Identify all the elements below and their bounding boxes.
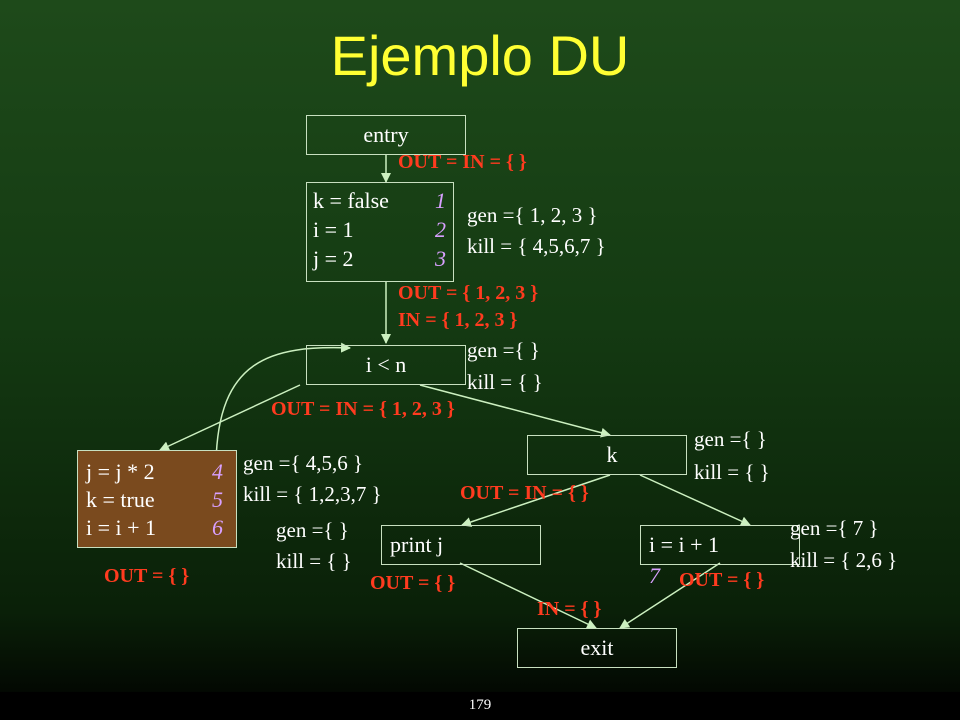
body-stmt-1: j = j * 2 [86, 459, 155, 484]
node-exit-label: exit [580, 635, 614, 660]
node-cond-label: i < n [365, 352, 407, 377]
node-entry-label: entry [363, 122, 409, 147]
edge-inc-exit [619, 562, 721, 629]
body-gen: gen ={ 4,5,6 } [243, 451, 364, 475]
entry-out-label: OUT = IN = { } [398, 151, 527, 173]
cond-gen: gen ={ } [467, 338, 540, 362]
node-inc-label: i = i + 1 [649, 532, 720, 557]
b1-kill: kill = { 4,5,6,7 } [467, 234, 606, 258]
slide-title: Ejemplo DU [330, 24, 630, 87]
print-gen: gen ={ } [276, 518, 349, 542]
node-inc: i = i + 1 [640, 525, 800, 565]
b1-gen: gen ={ 1, 2, 3 } [467, 203, 598, 227]
node-entry: entry [306, 115, 466, 155]
inc-kill: kill = { 2,6 } [790, 548, 898, 572]
b1-stmt-1: k = false [313, 188, 389, 213]
body-num-4: 4 [212, 459, 223, 484]
inc-gen: gen ={ 7 } [790, 516, 879, 540]
node-exit: exit [517, 628, 677, 668]
node-cond: i < n [306, 345, 466, 385]
body-num-5: 5 [212, 487, 223, 512]
print-kill: kill = { } [276, 549, 352, 573]
edge-k-inc [639, 474, 751, 526]
edge-cond-k [419, 384, 611, 438]
inc-out-label: OUT = { } [679, 569, 765, 591]
edge-print-exit [459, 562, 597, 629]
k-kill: kill = { } [694, 460, 770, 484]
k-gen: gen ={ } [694, 427, 767, 451]
body-kill: kill = { 1,2,3,7 } [243, 482, 382, 506]
inc-num-7: 7 [649, 563, 660, 588]
body-out-label: OUT = { } [104, 565, 190, 587]
node-print-label: print j [390, 532, 444, 557]
slide-number: 179 [0, 692, 960, 720]
cond-out-label: OUT = IN = { 1, 2, 3 } [271, 398, 455, 420]
edge-cond-body [159, 384, 301, 451]
b1-stmt-2: i = 1 [313, 217, 354, 242]
exit-in-label: IN = { } [537, 598, 602, 620]
cond-kill: kill = { } [467, 370, 543, 394]
cond-in-label: IN = { 1, 2, 3 } [398, 309, 518, 331]
node-print: print j [381, 525, 541, 565]
b1-stmt-3: j = 2 [313, 246, 354, 271]
node-body: j = j * 2 k = true i = i + 1 4 5 6 [77, 450, 237, 548]
body-stmt-3: i = i + 1 [86, 515, 157, 540]
body-stmt-2: k = true [86, 487, 155, 512]
b1-num-3: 3 [435, 246, 446, 271]
edge-k-print [461, 474, 611, 527]
b1-num-1: 1 [435, 188, 446, 213]
b1-num-2: 2 [435, 217, 446, 242]
b1-out-label: OUT = { 1, 2, 3 } [398, 282, 539, 304]
node-k: k [527, 435, 687, 475]
body-num-6: 6 [212, 515, 223, 540]
node-k-label: k [606, 442, 618, 467]
node-b1: k = false i = 1 j = 2 1 2 3 [306, 182, 454, 282]
edge-body-cond-back [215, 342, 351, 464]
print-out-label: OUT = { } [370, 572, 456, 594]
k-out-label: OUT = IN = { } [460, 482, 589, 504]
